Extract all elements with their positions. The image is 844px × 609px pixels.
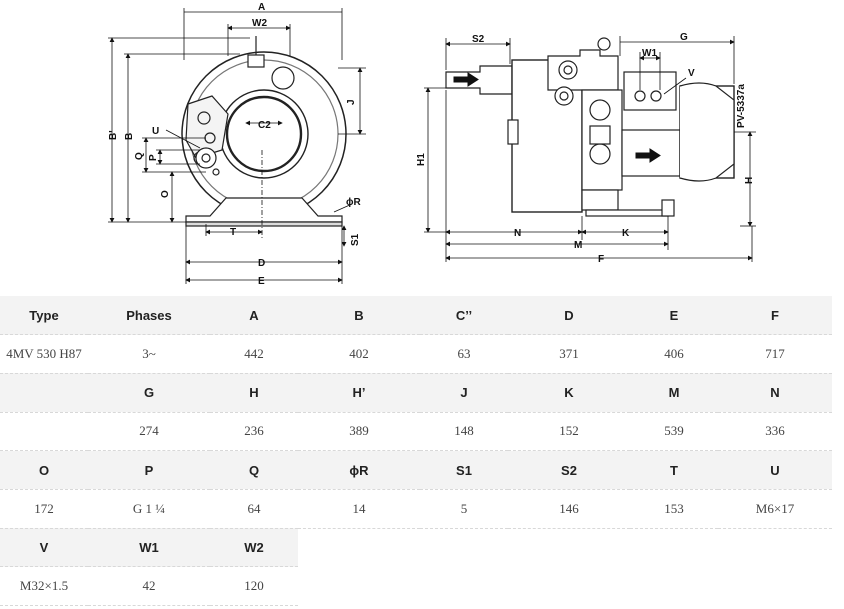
spec-value: 64 — [210, 489, 298, 529]
label-k: K — [622, 228, 630, 239]
spec-value-row-1: 4MV 530 H87 3~ 442 402 63 371 406 717 — [0, 334, 832, 374]
spec-value: 146 — [508, 489, 630, 529]
spec-header: O — [0, 450, 88, 490]
label-e: E — [258, 276, 265, 287]
spec-header: P — [88, 450, 210, 490]
spec-value: 442 — [210, 334, 298, 374]
spec-value: 402 — [298, 334, 420, 374]
spec-header: W2 — [210, 528, 298, 568]
spec-header: S2 — [508, 450, 630, 490]
flow-arrows — [453, 72, 661, 163]
front-view — [181, 36, 347, 227]
spec-header-row-2: G H H’ J K M N — [0, 373, 832, 413]
spec-header: D — [508, 296, 630, 336]
spec-header: U — [718, 450, 832, 490]
spec-header: F — [718, 296, 832, 336]
spec-header: A — [210, 296, 298, 336]
spec-value: 406 — [630, 334, 718, 374]
spec-value-row-3: 172 G 1 ¼ 64 14 5 146 153 M6×17 — [0, 489, 832, 529]
spec-value: 172 — [0, 489, 88, 529]
spec-header: H’ — [298, 373, 420, 413]
spec-header: E — [630, 296, 718, 336]
spec-header-row-1: Type Phases A B C’’ D E F — [0, 296, 832, 336]
front-view-labels: A W2 J C2 B' B U Q P O ϕR S1 T D E — [108, 2, 361, 287]
label-h1: H1 — [416, 153, 427, 166]
spec-value: 3~ — [88, 334, 210, 374]
spec-value: M32×1.5 — [0, 566, 88, 606]
blower-drawing-svg: A W2 J C2 B' B U Q P O ϕR S1 T D E — [108, 2, 756, 287]
label-b-prime: B' — [108, 130, 119, 140]
spec-value: 63 — [420, 334, 508, 374]
side-view-labels: S2 W1 G V H1 H N K M F PV-5337a — [416, 32, 755, 265]
spec-value: 148 — [420, 412, 508, 452]
spec-value: 274 — [88, 412, 210, 452]
spec-header: T — [630, 450, 718, 490]
spec-header: H — [210, 373, 298, 413]
spec-value: 152 — [508, 412, 630, 452]
spec-header: M — [630, 373, 718, 413]
spec-value: 5 — [420, 489, 508, 529]
spec-header: V — [0, 528, 88, 568]
spec-value: 153 — [630, 489, 718, 529]
spec-header: N — [718, 373, 832, 413]
spec-value: 14 — [298, 489, 420, 529]
spec-value: 336 — [718, 412, 832, 452]
label-t: T — [230, 227, 236, 238]
spec-value-row-2: 274 236 389 148 152 539 336 — [0, 412, 832, 452]
label-b: B — [124, 133, 135, 140]
label-w2: W2 — [252, 18, 267, 29]
spec-value: 120 — [210, 566, 298, 606]
spec-header: W1 — [88, 528, 210, 568]
spec-header: Type — [0, 296, 88, 336]
spec-value: 389 — [298, 412, 420, 452]
spec-header: Q — [210, 450, 298, 490]
spec-value: 717 — [718, 334, 832, 374]
spec-value: G 1 ¼ — [88, 489, 210, 529]
spec-header — [0, 373, 88, 413]
spec-value: 371 — [508, 334, 630, 374]
spec-value: 4MV 530 H87 — [0, 334, 88, 374]
label-w1: W1 — [642, 48, 657, 59]
spec-blank — [298, 528, 832, 567]
side-view — [445, 37, 735, 217]
technical-drawing: A W2 J C2 B' B U Q P O ϕR S1 T D E — [0, 0, 844, 296]
spec-value: 42 — [88, 566, 210, 606]
label-p: P — [148, 154, 159, 161]
spec-header: G — [88, 373, 210, 413]
spec-header-row-4: V W1 W2 — [0, 528, 832, 568]
label-v: V — [688, 68, 695, 79]
label-d: D — [258, 258, 265, 269]
spec-value: M6×17 — [718, 489, 832, 529]
label-o: O — [160, 190, 171, 198]
label-u: U — [152, 126, 159, 137]
model-code-label: PV-5337a — [736, 84, 747, 128]
spec-header-row-3: O P Q ϕR S1 S2 T U — [0, 450, 832, 490]
label-j: J — [346, 99, 357, 105]
spec-value-row-4: M32×1.5 42 120 — [0, 566, 832, 606]
spec-header: ϕR — [298, 450, 420, 490]
spec-header: J — [420, 373, 508, 413]
label-a: A — [258, 2, 265, 13]
label-g: G — [680, 32, 688, 43]
spec-header: S1 — [420, 450, 508, 490]
spec-header: B — [298, 296, 420, 336]
spec-value: 236 — [210, 412, 298, 452]
spec-blank — [298, 566, 832, 606]
spec-header: K — [508, 373, 630, 413]
spec-header: C’’ — [420, 296, 508, 336]
label-q: Q — [134, 152, 145, 160]
label-h: H — [744, 177, 755, 184]
spec-value — [0, 412, 88, 452]
label-s1: S1 — [350, 233, 361, 246]
label-n: N — [514, 228, 521, 239]
label-s2: S2 — [472, 34, 485, 45]
label-phi-r: ϕR — [346, 197, 361, 208]
spec-header: Phases — [88, 296, 210, 336]
label-c2: C2 — [258, 120, 271, 131]
label-m: M — [574, 240, 582, 251]
label-f: F — [598, 254, 604, 265]
spec-table: Type Phases A B C’’ D E F 4MV 530 H87 3~… — [0, 296, 832, 606]
spec-value: 539 — [630, 412, 718, 452]
